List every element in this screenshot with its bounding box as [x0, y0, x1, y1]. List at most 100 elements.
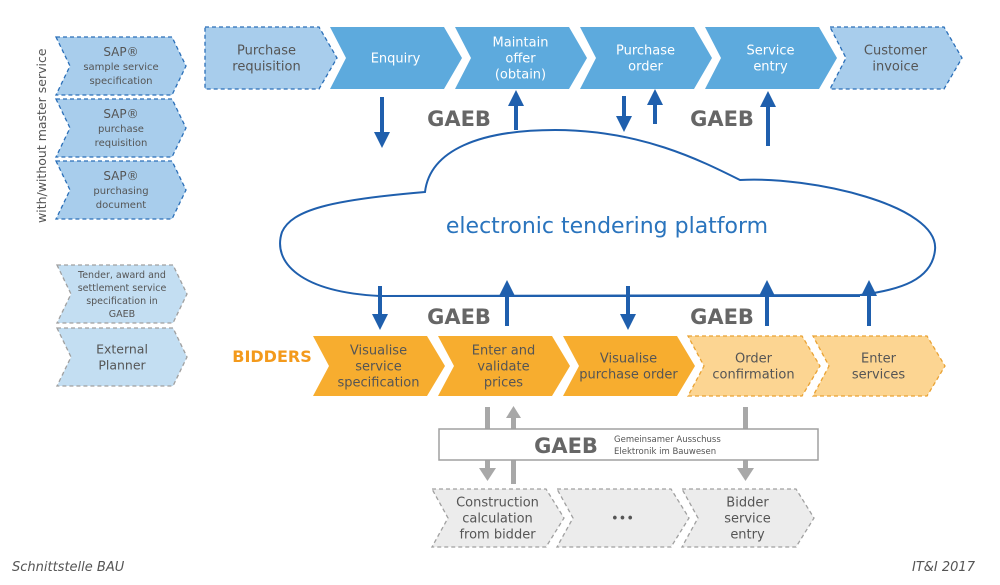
chevron-label-line: service [355, 359, 402, 374]
gaeb-label-bottom-2: GAEB [690, 305, 754, 329]
chevron-label-line: document [96, 200, 147, 211]
chevron-label-line: SAP® [103, 107, 138, 121]
chevron-shape [580, 27, 712, 89]
chevron-shape [686, 335, 821, 397]
chevron-label-line: sample service [83, 62, 158, 73]
chevron-label-line: order [628, 59, 663, 74]
chevron-shape [438, 336, 570, 396]
chevron-label-line: Bidder [726, 495, 769, 510]
chevron-label-line: requisition [232, 59, 300, 74]
sap-box: SAP® purchase requisition [54, 98, 187, 158]
external-box-gaeb: Tender, award and settlement service speci… [55, 264, 188, 324]
gaeb-label-bottom-1: GAEB [427, 305, 491, 329]
top-arrows [374, 89, 776, 148]
chevron-shape [705, 27, 837, 89]
footer-left: Schnittstelle BAU [12, 560, 125, 575]
arrow-down-icon [479, 468, 496, 481]
chevron-label-line: Purchase [616, 43, 675, 58]
chevron-label-line: purchase order [579, 367, 678, 382]
chevron-label-line: purchasing [93, 186, 148, 197]
chevron-shape [430, 488, 565, 548]
chevron-shape [811, 335, 946, 397]
gaeb-box-title: GAEB [534, 434, 598, 458]
chevron-label-line: Service [746, 43, 794, 58]
cloud-label: electronic tendering platform [446, 214, 768, 239]
chevron-label-line: services [852, 367, 906, 382]
chevron-label-line: confirmation [712, 367, 794, 382]
gaeb-label-top-2: GAEB [690, 107, 754, 131]
chevron-shape [54, 36, 187, 96]
chevron-label-line: Order [735, 351, 773, 366]
gaeb-box-subtitle-1: Gemeinsamer Ausschuss [614, 435, 721, 445]
top-process: PurchaserequisitionEnquiryMaintainoffer(… [204, 26, 963, 90]
bottom-arrows [372, 280, 877, 330]
chevron-label-line: validate [477, 359, 529, 374]
chevron-label-line: specification in [86, 296, 158, 307]
chevron-shape [828, 26, 963, 90]
chevron-label-line: Construction [456, 495, 539, 510]
bidders-label: BIDDERS [232, 347, 311, 366]
chevron-label-line: entry [730, 527, 765, 542]
chevron-label-line: from bidder [459, 527, 536, 542]
chevron-label-line: Planner [98, 357, 146, 372]
chevron-shape [555, 488, 690, 548]
external-boxes: Tender, award and settlement service speci… [55, 264, 188, 387]
chevron-label-line: calculation [462, 511, 533, 526]
chevron-label-line: offer [505, 51, 536, 66]
chevron-shape [563, 336, 695, 396]
chevron-label-line: Visualise [350, 343, 407, 358]
chevron-label-line: prices [484, 375, 523, 390]
chevron-shape [54, 98, 187, 158]
chevron-label-line: requisition [95, 138, 148, 149]
chevron-shape [55, 264, 188, 324]
chevron-label-line: Enquiry [371, 51, 421, 66]
chevron-label-line: Visualise [600, 351, 657, 366]
arrow-down-icon [737, 468, 754, 481]
chevron-shape [55, 327, 188, 387]
chevron-shape [54, 160, 187, 220]
gaeb-label-top-1: GAEB [427, 107, 491, 131]
chevron-label-line: invoice [872, 59, 918, 74]
chevron-label-line: Enter and [472, 343, 535, 358]
chevron-shape [455, 27, 587, 89]
chevron-label-line: GAEB [109, 309, 135, 320]
chevron-label-line: Maintain [493, 35, 549, 50]
chevron-label-line: specification [338, 375, 420, 390]
chevron-label-line: entry [753, 59, 788, 74]
gaeb-box-subtitle-2: Elektronik im Bauwesen [614, 447, 716, 457]
chevron-label-line: settlement service [78, 283, 167, 294]
chevron-label-line: Tender, award and [77, 270, 166, 281]
bottom-step: ••• [555, 488, 690, 548]
gaeb-box [438, 428, 819, 461]
chevron-label-line: service [724, 511, 771, 526]
footer-right: IT&I 2017 [912, 560, 975, 575]
cloud-shape [279, 128, 937, 298]
chevron-shape [204, 26, 338, 90]
chevron-shape [680, 488, 815, 548]
arrow-up-icon [506, 406, 521, 418]
chevron-label-line: ••• [611, 511, 634, 526]
top-step: Enquiry [330, 27, 462, 89]
chevron-label-line: Customer [864, 43, 928, 58]
chevron-shape [330, 27, 462, 89]
chevron-label-line: Purchase [237, 43, 296, 58]
chevron-label-line: purchase [98, 124, 144, 135]
chevron-shape [313, 336, 445, 396]
